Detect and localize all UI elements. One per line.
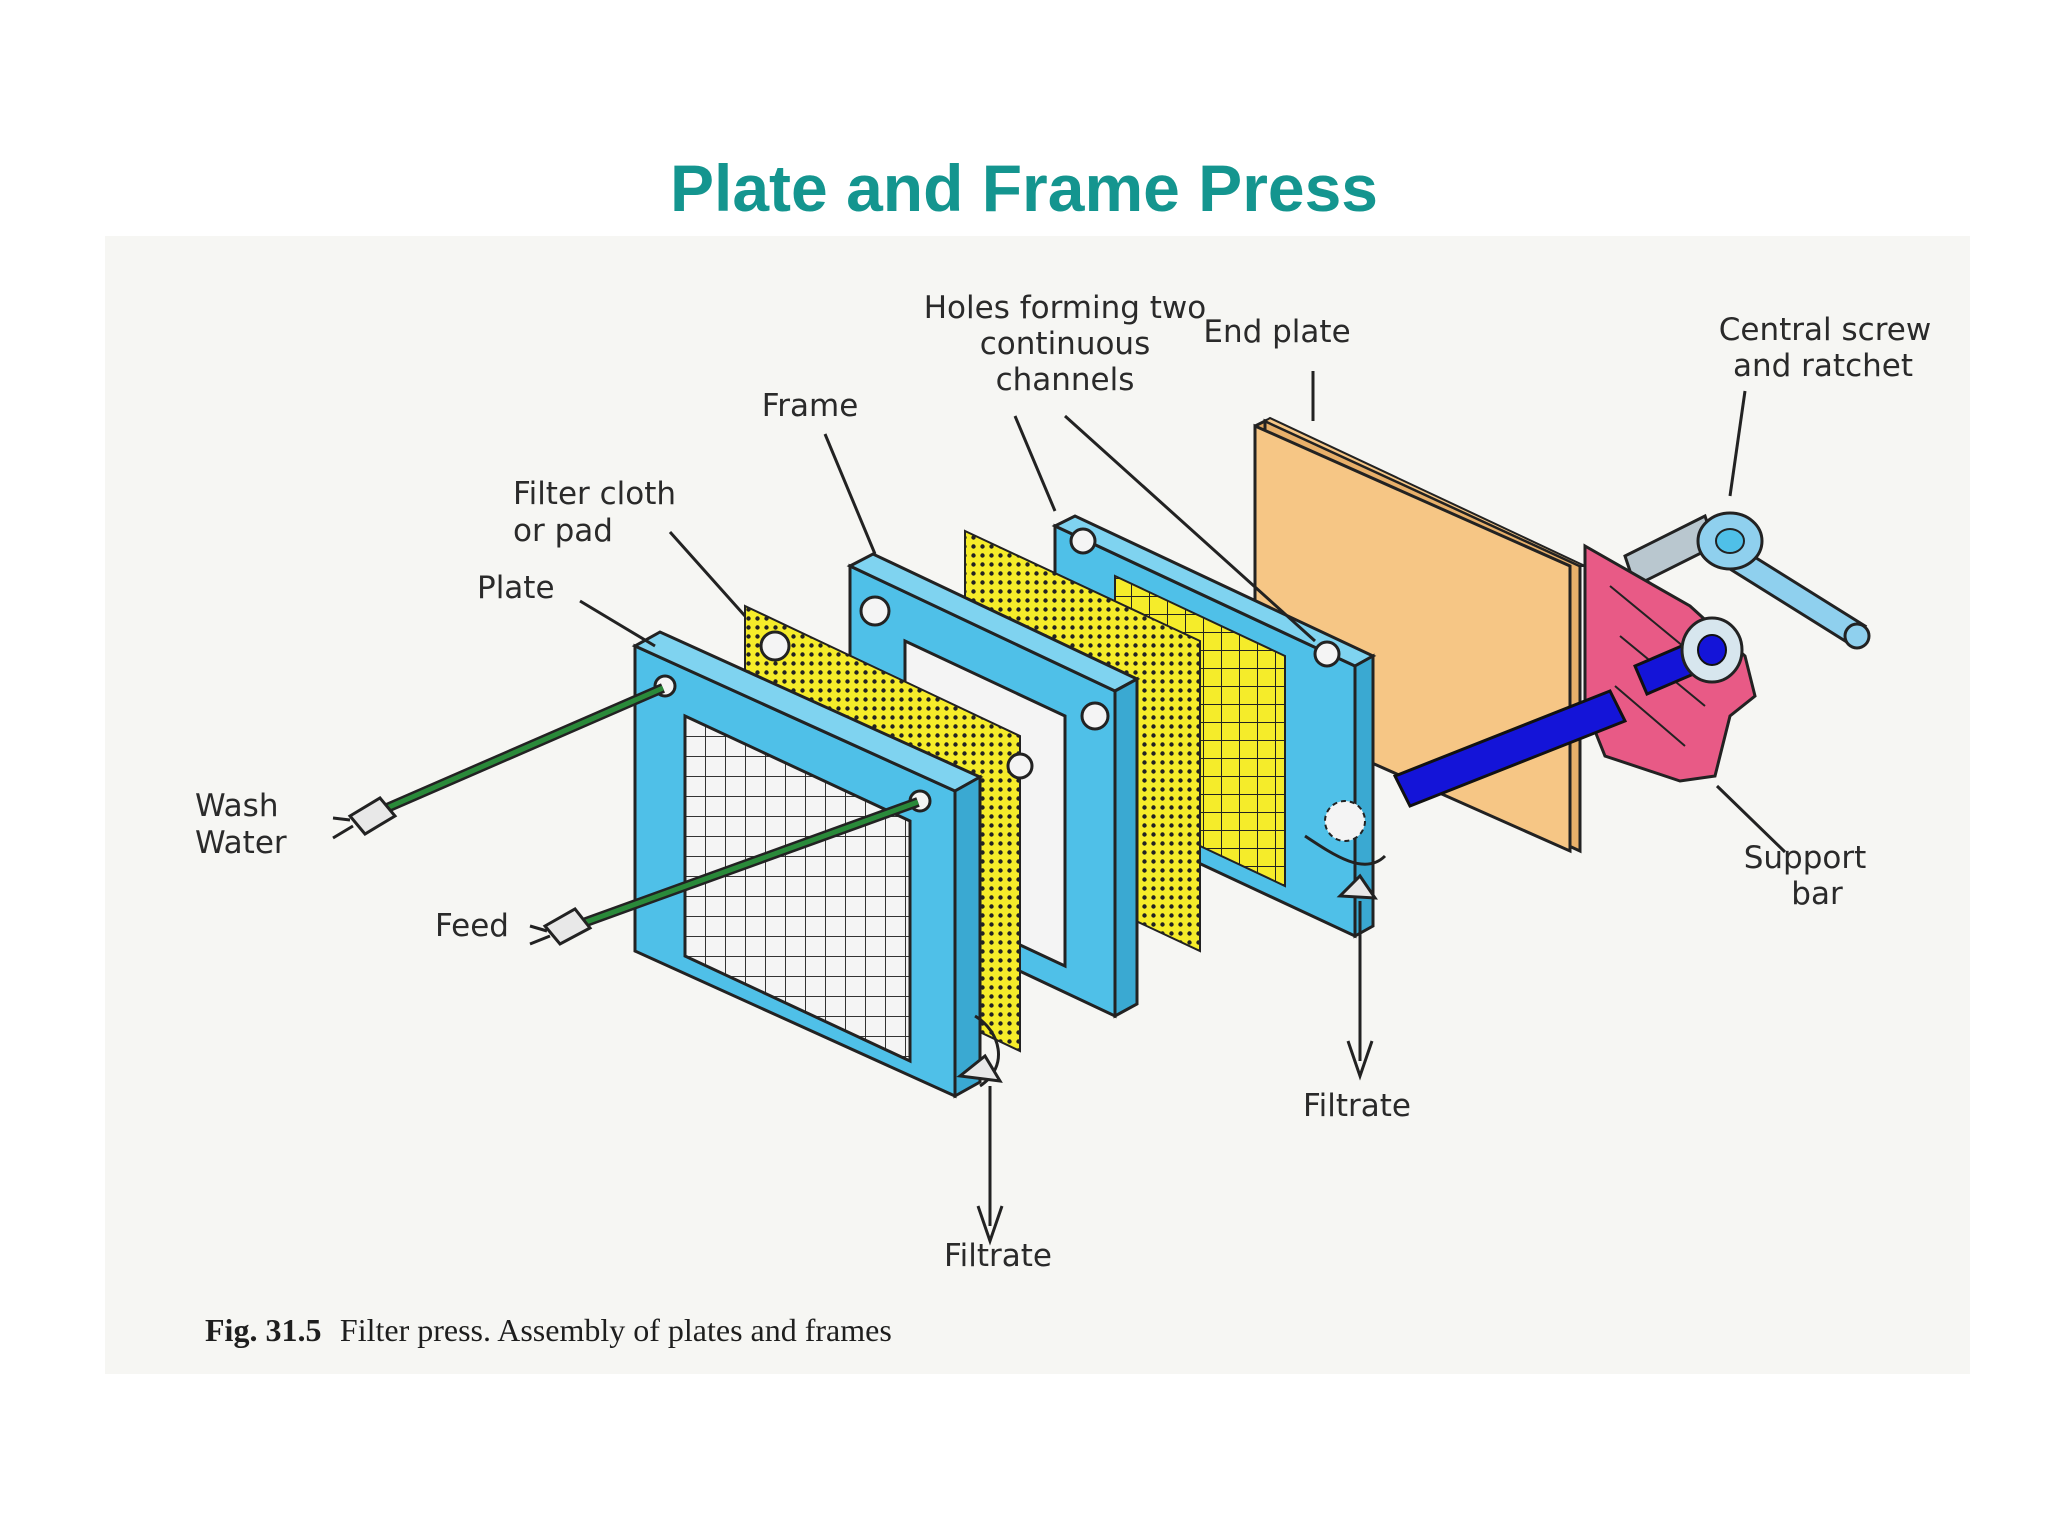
central-screw-ratchet xyxy=(1623,511,1871,650)
label-holes-line3: channels xyxy=(996,362,1135,398)
label-filtrate-left: Filtrate xyxy=(944,1238,1052,1274)
caption-text: Filter press. Assembly of plates and fra… xyxy=(340,1312,892,1348)
label-central-screw-line2: and ratchet xyxy=(1733,348,1913,384)
label-plate: Plate xyxy=(477,570,555,606)
label-end-plate: End plate xyxy=(1203,314,1350,350)
filter-press-diagram: Holes forming two continuous channels En… xyxy=(195,290,1931,1348)
wash-water-pipe xyxy=(347,683,665,836)
label-frame: Frame xyxy=(762,388,859,424)
feed-pipe xyxy=(542,797,920,946)
label-holes-line1: Holes forming two xyxy=(924,290,1207,326)
plate-3 xyxy=(1051,514,1387,939)
label-support-bar-line2: bar xyxy=(1791,876,1843,912)
right-outlet-valve xyxy=(1324,800,1378,1081)
caption-fig-label: Fig. 31.5 xyxy=(205,1312,321,1348)
label-wash-water-line1: Wash xyxy=(195,788,278,824)
label-wash-water-line2: Water xyxy=(195,825,287,861)
filter-press-figure: Holes forming two continuous channels En… xyxy=(105,236,1970,1374)
label-feed: Feed xyxy=(435,908,509,944)
front-plate xyxy=(631,630,1000,1099)
label-central-screw-line1: Central screw xyxy=(1719,312,1931,348)
leader-lines xyxy=(332,371,1787,946)
label-support-bar-line1: Support xyxy=(1744,840,1867,876)
label-filter-cloth-line1: Filter cloth xyxy=(513,476,676,512)
left-outlet-valve xyxy=(956,1053,1004,1246)
slide-title: Plate and Frame Press xyxy=(669,151,1379,225)
label-filter-cloth-line2: or pad xyxy=(513,513,613,549)
label-filtrate-right: Filtrate xyxy=(1303,1088,1411,1124)
support-bar xyxy=(1392,616,1744,808)
figure-caption: Fig. 31.5 Filter press. Assembly of plat… xyxy=(205,1312,892,1348)
label-holes-line2: continuous xyxy=(980,326,1151,362)
